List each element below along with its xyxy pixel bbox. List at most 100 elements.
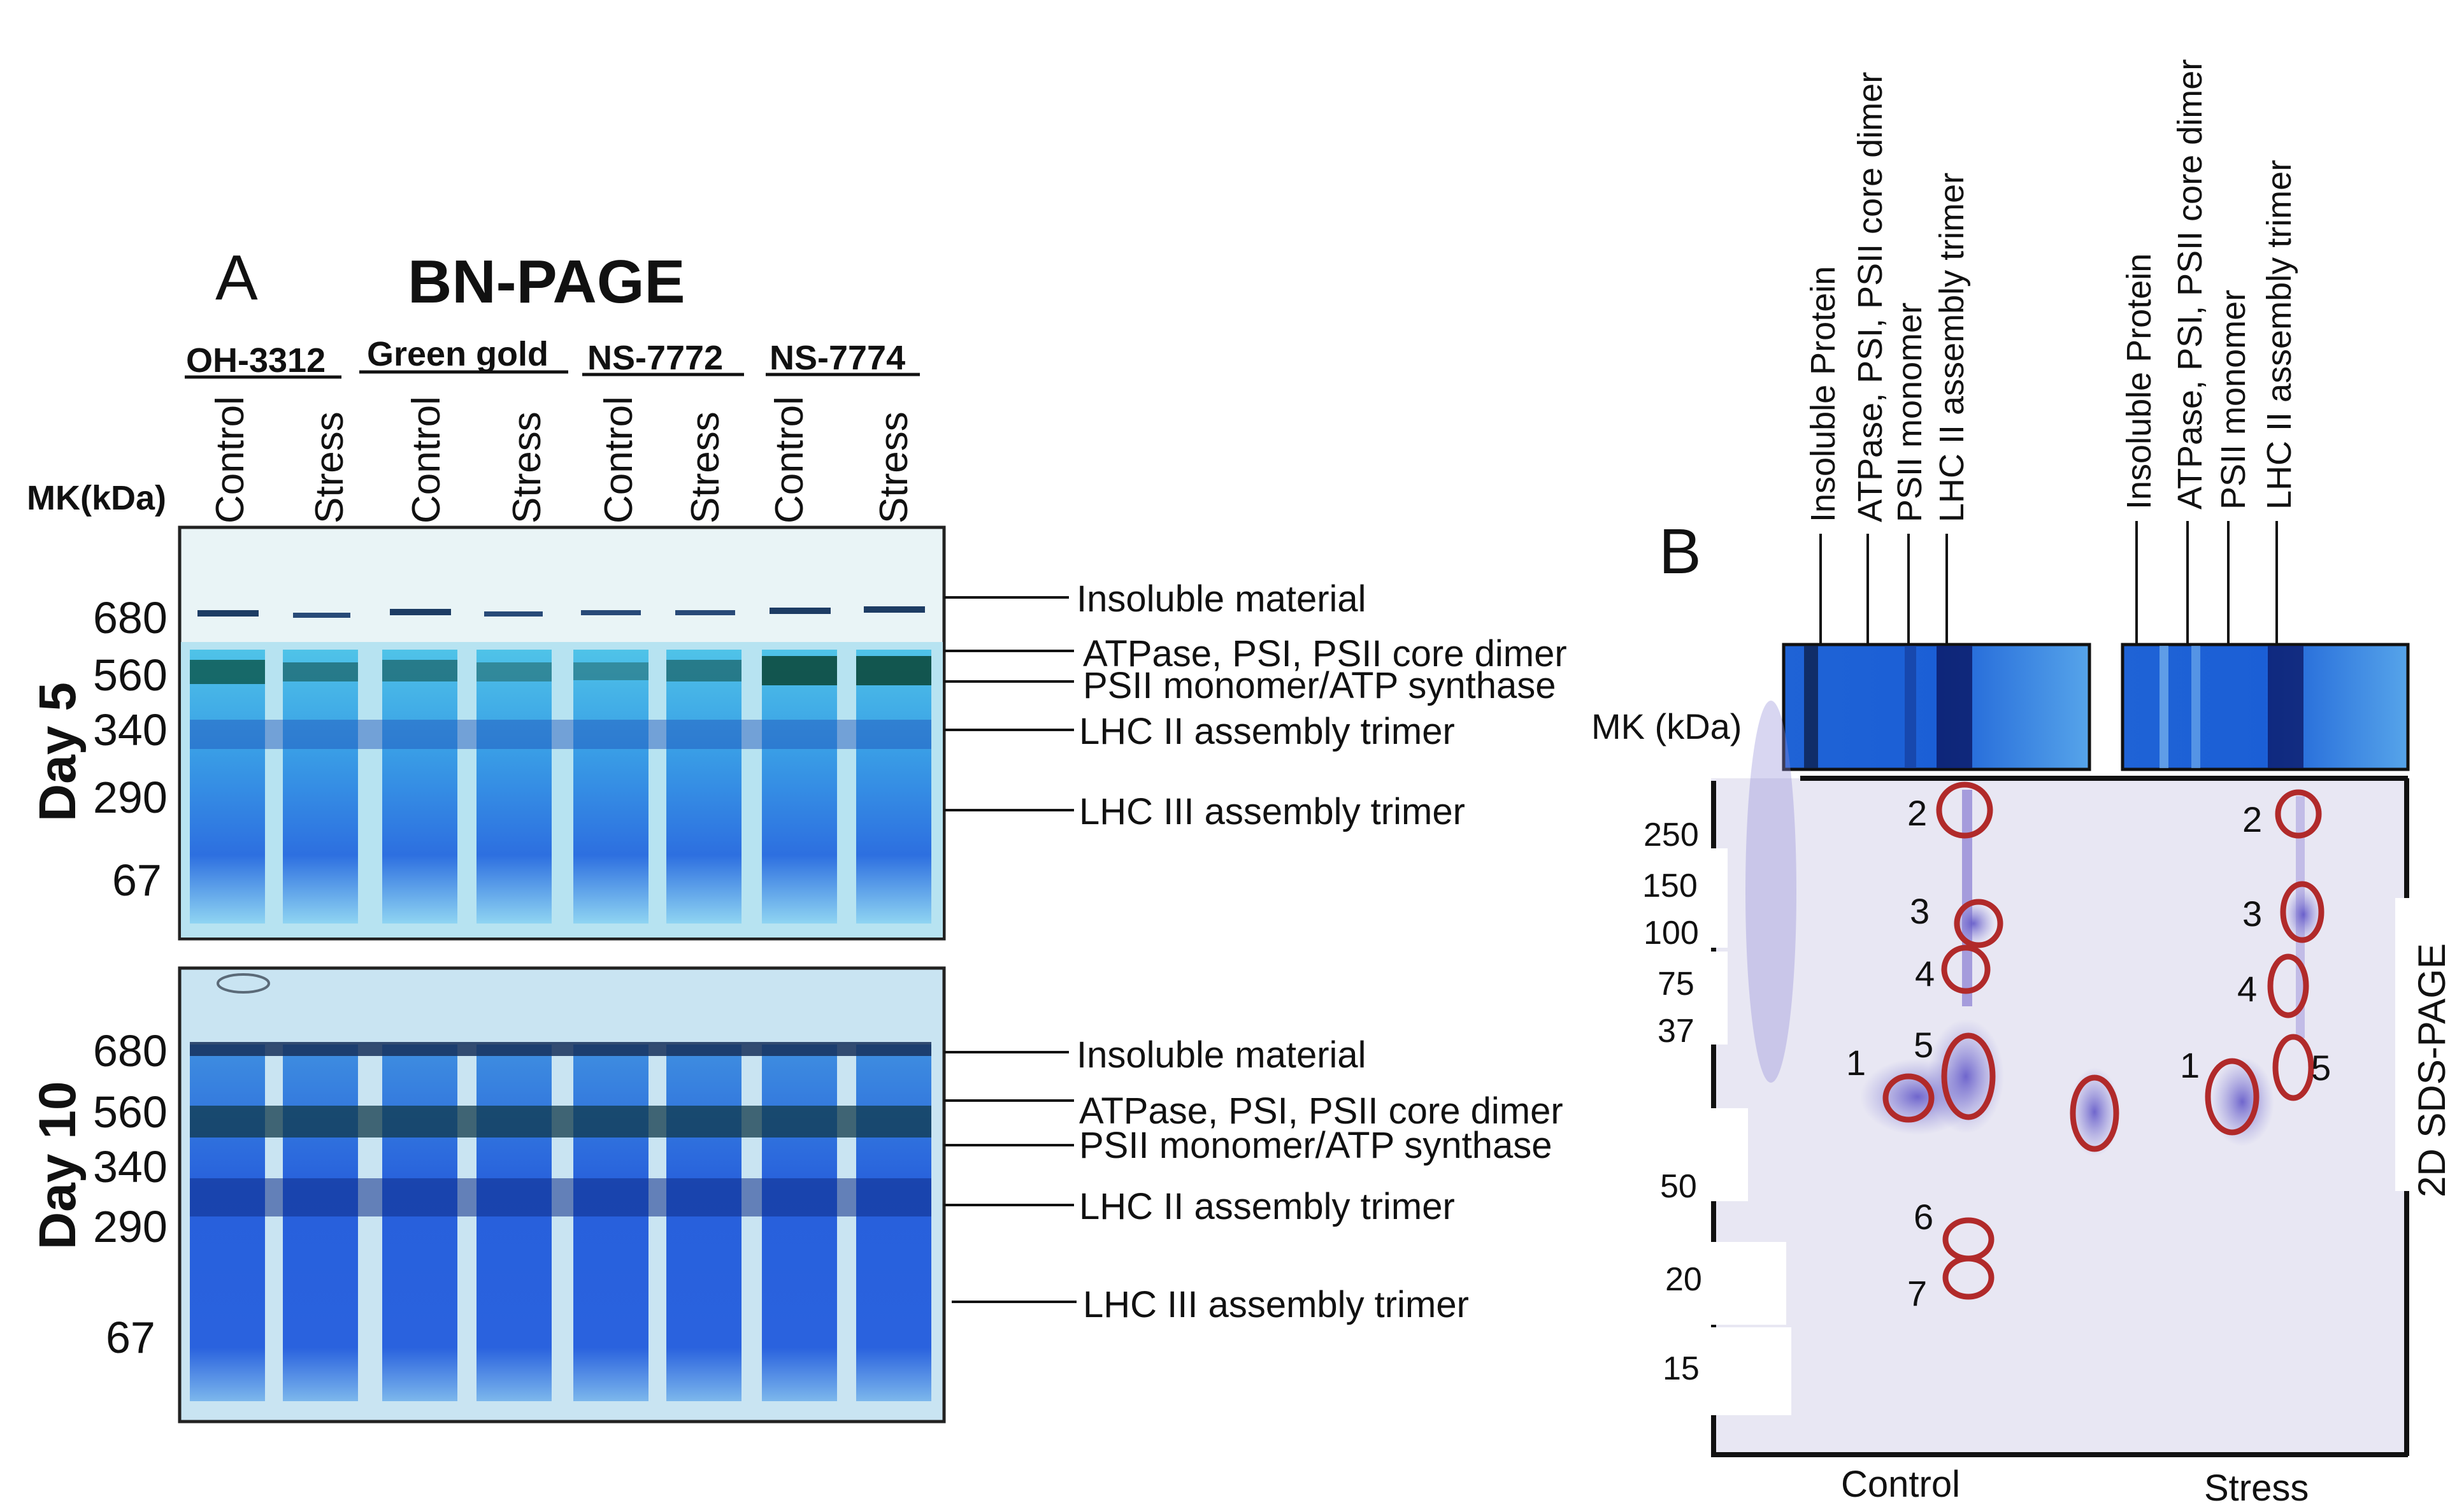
strip-label: PSII monomer xyxy=(1891,303,1929,522)
side-label-box xyxy=(2395,898,2461,1191)
band-label: PSII monomer/ATP synthase xyxy=(1079,1125,1552,1166)
marker-label: 67 xyxy=(106,1313,155,1362)
spot-number: 6 xyxy=(1914,1197,1933,1237)
lane-label: Stress xyxy=(308,411,352,524)
spot-number: 7 xyxy=(1907,1273,1927,1313)
cultivar-oh3312: OH-3312 xyxy=(186,341,326,380)
gel-day5-bands xyxy=(190,606,931,749)
marker-label: 150 xyxy=(1642,867,1698,904)
marker-mask xyxy=(1659,952,1728,1045)
side-label: 2D SDS-PAGE xyxy=(2410,943,2453,1197)
insoluble-band xyxy=(484,611,543,617)
marker-label: 680 xyxy=(93,593,168,643)
control-label: Control xyxy=(1841,1464,1960,1505)
spot-number: 1 xyxy=(2180,1045,2200,1085)
marker-label: 250 xyxy=(1644,817,1699,853)
spot-circle xyxy=(1942,1255,1995,1300)
gel-lane xyxy=(382,650,457,924)
gel-lane xyxy=(666,650,741,924)
core-band xyxy=(762,656,837,685)
control-spot-markers: 2 3 4 5 1 6 7 xyxy=(1846,781,2119,1313)
gel-lane xyxy=(283,650,358,924)
panel-b-letter: B xyxy=(1659,516,1701,587)
strip-stress xyxy=(2121,643,2410,771)
day10-label: Day 10 xyxy=(29,1081,87,1250)
marker-mask xyxy=(1659,1242,1786,1325)
marker-header: MK (kDa) xyxy=(1591,706,1742,746)
band-label: LHC III assembly trimer xyxy=(1079,791,1465,832)
day5-callouts: Insoluble material ATPase, PSI, PSII cor… xyxy=(944,578,1567,832)
core-band xyxy=(382,660,457,681)
spot-number: 1 xyxy=(1846,1043,1866,1083)
protein-spot xyxy=(2210,1057,2274,1146)
spot-number: 4 xyxy=(1915,953,1935,994)
gel-day5: 680 560 340 290 67 Day 5 Insoluble mater… xyxy=(29,525,1567,941)
spot-circle xyxy=(2272,1034,2314,1101)
panel-a-letter: A xyxy=(215,242,258,313)
marker-label: 290 xyxy=(93,1202,168,1252)
band-label: LHC II assembly trimer xyxy=(1079,1186,1455,1227)
spot-number: 3 xyxy=(2242,894,2262,934)
streak xyxy=(1962,790,1972,1006)
gel-day10: 680 560 340 290 67 Day 10 Insoluble mate… xyxy=(29,966,1563,1423)
core-band xyxy=(666,660,741,681)
insoluble-band xyxy=(581,610,641,615)
insoluble-band xyxy=(390,609,451,615)
protein-spot xyxy=(1745,701,1796,1083)
spot-circle xyxy=(2070,1074,2119,1152)
gel-day5-lanes xyxy=(190,650,931,924)
lane-label: Control xyxy=(405,396,448,524)
gel-lane xyxy=(573,650,648,924)
marker-label: 340 xyxy=(93,705,168,755)
core-band xyxy=(856,656,931,685)
protein-spot xyxy=(2284,887,2323,943)
strip-band xyxy=(1937,646,1972,768)
gel-lane xyxy=(762,650,837,924)
gel-day10-lanes xyxy=(190,1045,931,1401)
marker-label: 15 xyxy=(1663,1350,1700,1387)
panel-b: B Insoluble Protein ATPase, PSI, PSII co… xyxy=(1591,59,2461,1509)
marker-label: 100 xyxy=(1644,915,1699,952)
marker-label: 680 xyxy=(93,1026,168,1076)
cultivar-ns7772: NS-7772 xyxy=(587,339,723,377)
marker-label: 560 xyxy=(93,650,168,700)
strip-label: ATPase, PSI, PSII core dimer xyxy=(2171,59,2209,510)
strip-label: PSII monomer xyxy=(2214,290,2253,510)
marker-mask xyxy=(1659,848,1728,948)
band-label: Insoluble material xyxy=(1077,1034,1366,1076)
lane-label: Control xyxy=(768,396,812,524)
band-label: PSII monomer/ATP synthase xyxy=(1083,665,1556,706)
insoluble-band xyxy=(197,610,259,617)
gel-lane xyxy=(382,1045,457,1401)
lhc-band xyxy=(190,1178,931,1216)
lhc-band xyxy=(190,720,931,749)
marker-label: 290 xyxy=(93,773,168,822)
spot-number: 3 xyxy=(1910,891,1930,931)
core-band xyxy=(190,660,265,684)
gel-2d-markers: 250 150 100 75 37 50 20 15 xyxy=(1642,817,1702,1387)
marker-label: 75 xyxy=(1658,966,1694,1002)
spot-circle xyxy=(2275,789,2322,839)
strip-label: Insoluble Protein xyxy=(1804,266,1842,522)
spot-circle xyxy=(1941,945,1991,994)
insoluble-band xyxy=(770,608,831,614)
marker-header: MK(kDa) xyxy=(27,479,166,517)
gel-2d: 2 3 4 5 1 6 7 2 3 4 1 5 xyxy=(1642,701,2461,1509)
insoluble-band xyxy=(190,1042,931,1056)
spot-circle xyxy=(1954,899,2003,948)
band-label: Insoluble material xyxy=(1077,578,1366,620)
strip-label: LHC II assembly trimer xyxy=(2260,160,2298,510)
spot-number: 5 xyxy=(2311,1048,2331,1088)
lane-labels: Control Stress Control Stress Control St… xyxy=(208,396,916,524)
insoluble-band xyxy=(675,610,735,615)
strip-labels-control: Insoluble Protein ATPase, PSI, PSII core… xyxy=(1804,72,1971,732)
marker-label: 560 xyxy=(93,1087,168,1137)
lane-label: Control xyxy=(597,396,641,524)
lane-label: Stress xyxy=(505,411,549,524)
marker-label: 20 xyxy=(1665,1261,1702,1298)
cultivar-headers: OH-3312 Green gold NS-7772 NS-7774 xyxy=(185,335,920,380)
spot-number: 2 xyxy=(2242,799,2262,839)
spot-circle xyxy=(1941,1032,1996,1120)
marker-label: 50 xyxy=(1660,1168,1697,1205)
